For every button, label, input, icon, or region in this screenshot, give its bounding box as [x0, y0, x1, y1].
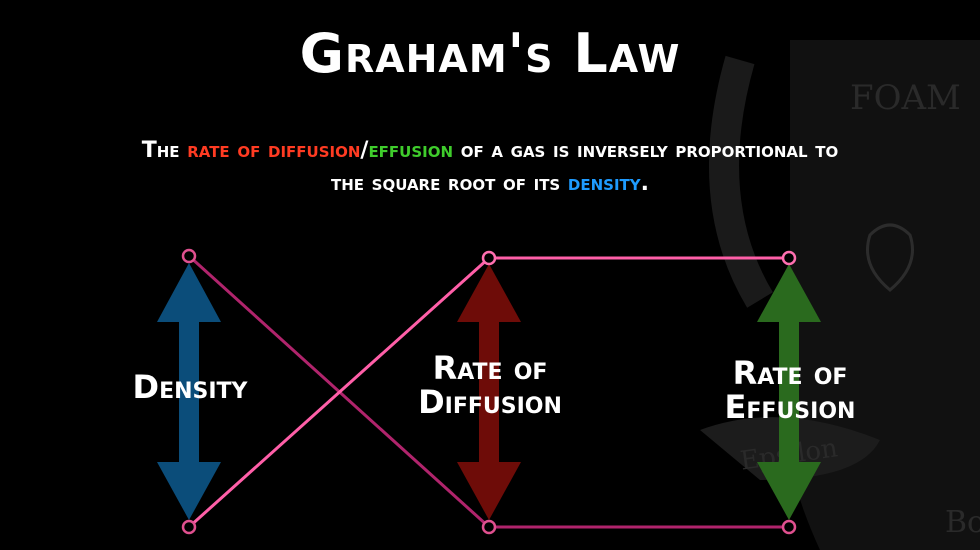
label-rate-of-effusion-line2: Effusion — [724, 388, 856, 426]
statement-density: density — [567, 171, 641, 196]
effusion-double-arrow — [757, 264, 821, 520]
watermark-text-top: FOAM — [850, 78, 961, 118]
heart-icon — [866, 223, 914, 292]
label-rate-of-diffusion-line1: Rate of — [432, 349, 548, 387]
label-density: Density — [100, 370, 280, 404]
statement-end: . — [640, 171, 649, 196]
label-rate-of-effusion: Rate of Effusion — [680, 356, 900, 424]
law-statement: The rate of diffusion/effusion of a gas … — [130, 134, 850, 200]
statement-slash: / — [360, 138, 369, 163]
label-rate-of-diffusion: Rate of Diffusion — [380, 351, 600, 419]
label-rate-of-effusion-line1: Rate of — [732, 354, 848, 392]
label-density-text: Density — [132, 368, 248, 406]
node-diffusion-top — [481, 250, 497, 266]
node-effusion-top — [781, 250, 797, 266]
node-density-top — [181, 248, 197, 264]
statement-effusion: effusion — [368, 138, 454, 163]
page-title: Graham's Law — [299, 22, 681, 85]
node-effusion-bottom — [781, 519, 797, 535]
statement-part2: of a gas is inversely proportional to th… — [330, 138, 839, 196]
node-diffusion-bottom — [481, 519, 497, 535]
statement-rate-of-diffusion: rate of diffusion — [187, 138, 361, 163]
statement-part1: The — [141, 138, 188, 163]
density-double-arrow — [157, 263, 221, 520]
connector-density-bottom-to-diffusion-top — [187, 256, 491, 529]
diffusion-double-arrow — [457, 264, 521, 520]
node-density-bottom — [181, 519, 197, 535]
label-rate-of-diffusion-line2: Diffusion — [418, 383, 562, 421]
watermark-text-bottom: Bo — [945, 505, 980, 540]
